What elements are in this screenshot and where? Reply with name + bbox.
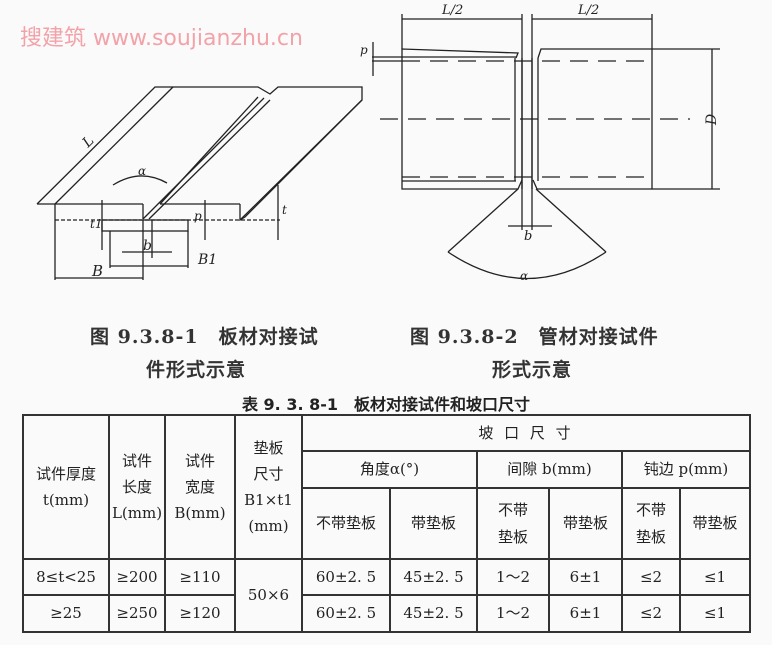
table-title: 表 9. 3. 8-1 板材对接试件和坡口尺寸 <box>241 395 531 414</box>
watermark: 搜建筑 www.soujianzhu.cn <box>20 26 303 51</box>
cell-blunt-no-backing: ≤2 <box>639 567 663 586</box>
label-t: t <box>282 203 287 217</box>
label-alpha: α <box>138 164 146 178</box>
label-alpha-pipe: α <box>520 269 528 283</box>
label-b: b <box>143 238 152 254</box>
header-blunt-edge: 钝边 p(mm) <box>643 460 729 479</box>
label-L: L <box>79 133 98 152</box>
figure-left-caption-line2: 件形式示意 <box>146 359 247 381</box>
header-gap-with-backing: 带垫板 <box>562 514 608 533</box>
label-B: B <box>91 262 103 280</box>
label-L-half-left: L/2 <box>441 3 463 18</box>
plate-drawing <box>36 86 363 280</box>
header-angle-no-backing: 不带垫板 <box>315 514 376 533</box>
cell-length: ≥200 <box>116 567 158 586</box>
cell-length: ≥250 <box>116 604 158 623</box>
cell-angle-with-backing: 45±2. 5 <box>403 567 464 586</box>
label-D: D <box>704 114 720 126</box>
header-blunt-no-backing: 不带垫板 <box>635 501 666 546</box>
header-blunt-with-backing: 带垫板 <box>692 514 738 533</box>
cell-width: ≥110 <box>179 567 221 586</box>
header-groove-size: 坡 口 尺 寸 <box>478 423 574 442</box>
label-p-pipe: p <box>360 43 368 57</box>
label-b-pipe: b <box>524 229 532 244</box>
backing-size-value: 50×6 <box>247 586 290 605</box>
label-t1: t1 <box>90 217 102 231</box>
header-angle: 角度α(°) <box>359 460 420 479</box>
cell-gap-no-backing: 1～2 <box>495 604 531 623</box>
cell-angle-with-backing: 45±2. 5 <box>403 604 464 623</box>
cell-gap-with-backing: 6±1 <box>569 604 602 623</box>
cell-width: ≥120 <box>179 604 221 623</box>
figure-left-caption-line1: 图 9.3.8-1 板材对接试 <box>90 326 319 348</box>
cell-thickness: 8≤t<25 <box>36 567 96 586</box>
cell-gap-with-backing: 6±1 <box>569 567 602 586</box>
cell-gap-no-backing: 1～2 <box>495 567 531 586</box>
cell-blunt-with-backing: ≤1 <box>703 567 727 586</box>
cell-blunt-no-backing: ≤2 <box>639 604 663 623</box>
label-L-half-right: L/2 <box>577 3 599 18</box>
header-gap: 间隙 b(mm) <box>507 460 592 479</box>
cell-thickness: ≥25 <box>50 604 82 623</box>
pipe-drawing <box>372 14 720 280</box>
label-B1: B1 <box>197 252 217 268</box>
header-gap-no-backing: 不带垫板 <box>497 501 528 546</box>
label-p: p <box>194 209 202 223</box>
figure-right-caption-line1: 图 9.3.8-2 管材对接试件 <box>410 326 659 348</box>
figure-right-caption-line2: 形式示意 <box>492 359 573 381</box>
plate-butt-joint-figure: L α t1 p t b B B1 <box>36 3 720 283</box>
cell-angle-no-backing: 60±2. 5 <box>315 604 377 623</box>
cell-angle-no-backing: 60±2. 5 <box>315 567 377 586</box>
cell-blunt-with-backing: ≤1 <box>703 604 727 623</box>
header-angle-with-backing: 带垫板 <box>410 514 456 533</box>
